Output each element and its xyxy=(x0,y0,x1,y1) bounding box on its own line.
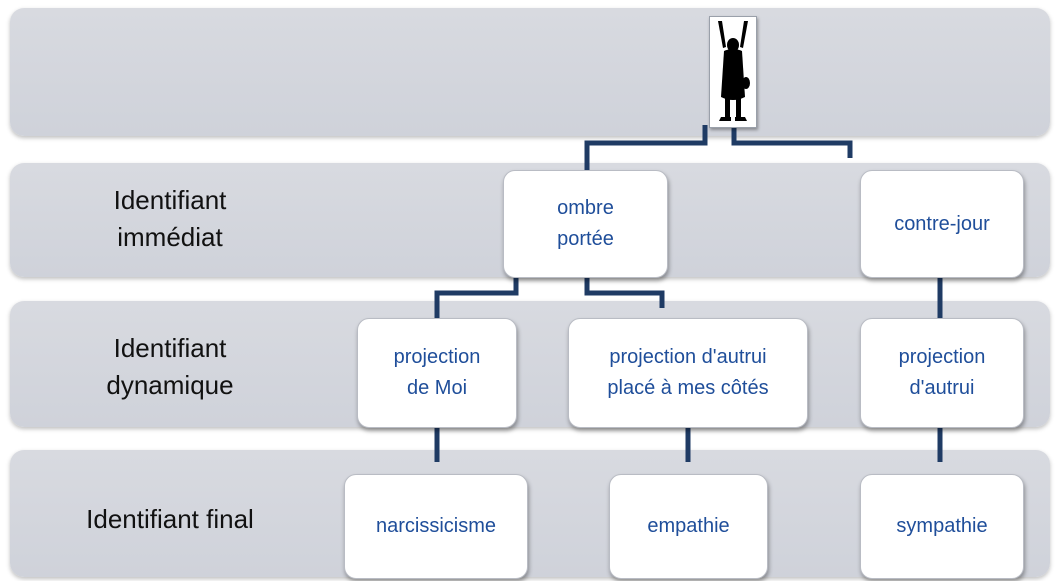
row-label-immediat: Identifiant immédiat xyxy=(113,185,227,252)
node-ombre-portee: ombre portée xyxy=(503,170,668,278)
band-top xyxy=(10,8,1050,136)
connector-ombre-right xyxy=(584,275,665,308)
row-label-final: Identifiant final xyxy=(86,504,254,534)
node-projection-autrui: projection d'autrui xyxy=(860,318,1024,428)
row-label-dynamique: Identifiant dynamique xyxy=(106,333,234,400)
node-projection-de-moi: projection de Moi xyxy=(357,318,517,428)
node-contre-jour: contre-jour xyxy=(860,170,1024,278)
node-empathie: empathie xyxy=(609,474,768,579)
node-projection-autrui-place: projection d'autrui placé à mes côtés xyxy=(568,318,808,428)
connector-root-left xyxy=(584,125,708,170)
node-narcissicisme: narcissicisme xyxy=(344,474,528,579)
connector-root-right xyxy=(731,125,853,158)
node-sympathie: sympathie xyxy=(860,474,1024,579)
silhouette-person-icon xyxy=(709,16,757,128)
connector-ombre-left xyxy=(434,275,519,318)
